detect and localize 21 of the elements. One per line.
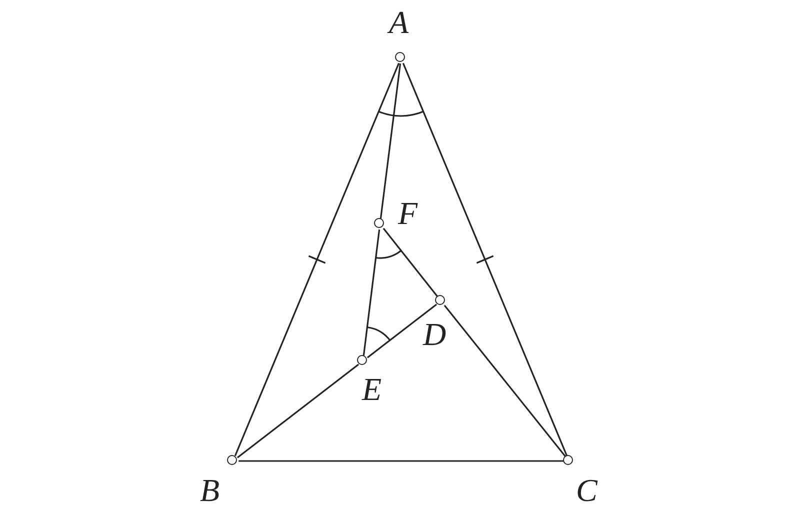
line-segment — [366, 304, 438, 358]
line-segment — [238, 460, 564, 462]
point-label: F — [398, 197, 418, 229]
line-segment — [402, 62, 568, 456]
point-label: C — [576, 474, 598, 506]
line-segment — [380, 63, 402, 219]
point-label: D — [423, 318, 446, 350]
point-marker — [374, 218, 384, 228]
point-marker — [563, 455, 574, 466]
line-segment — [382, 228, 438, 298]
line-segment — [236, 364, 360, 458]
point-marker — [435, 295, 446, 306]
point-marker — [357, 355, 368, 366]
point-marker — [227, 455, 238, 466]
line-segment — [444, 304, 566, 458]
point-marker — [395, 52, 406, 62]
point-label: B — [200, 474, 220, 506]
line-segment — [234, 62, 400, 456]
point-label: E — [362, 373, 382, 405]
point-label: A — [389, 6, 409, 38]
line-segment — [362, 229, 380, 356]
